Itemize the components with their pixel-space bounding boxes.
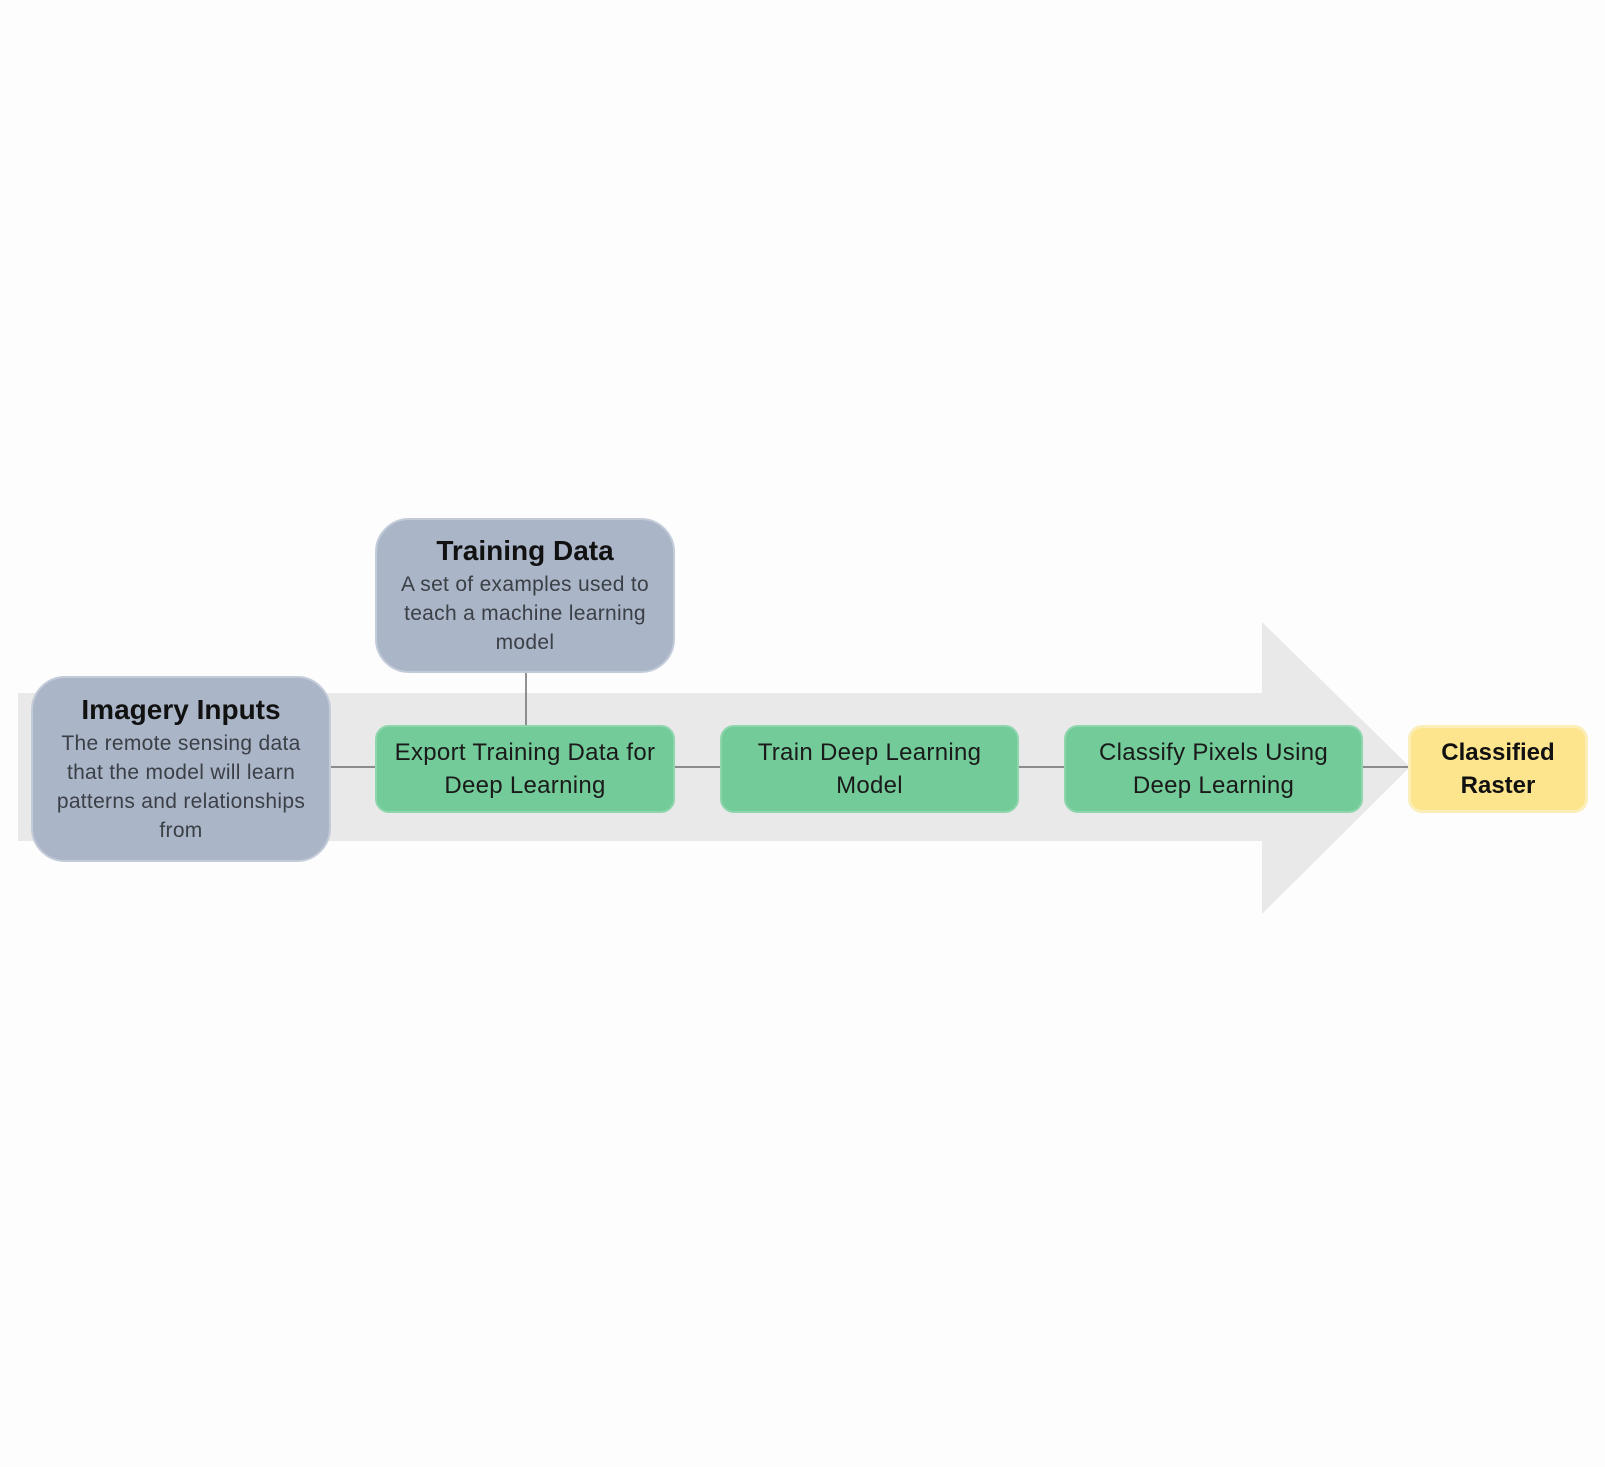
classified-raster-label: Classified Raster bbox=[1441, 739, 1555, 799]
step-export-training-data: Export Training Data for Deep Learning bbox=[375, 725, 675, 813]
training-data-title: Training Data bbox=[436, 535, 614, 566]
imagery-inputs-node: Imagery Inputs The remote sensing data t… bbox=[31, 676, 331, 862]
classified-raster-node: Classified Raster bbox=[1408, 725, 1588, 813]
step-train-deep-learning-model: Train Deep Learning Model bbox=[720, 725, 1019, 813]
step-classify-pixels: Classify Pixels Using Deep Learning bbox=[1064, 725, 1363, 813]
step-classify-pixels-label: Classify Pixels Using Deep Learning bbox=[1098, 739, 1329, 799]
step-train-deep-learning-model-label: Train Deep Learning Model bbox=[757, 739, 982, 799]
training-data-description: A set of examples used to teach a machin… bbox=[401, 573, 649, 654]
training-data-node: Training Data A set of examples used to … bbox=[375, 518, 675, 673]
imagery-inputs-description: The remote sensing data that the model w… bbox=[56, 732, 306, 842]
step-export-training-data-label: Export Training Data for Deep Learning bbox=[394, 739, 656, 799]
flow-arrow-shape bbox=[18, 622, 1410, 914]
imagery-inputs-title: Imagery Inputs bbox=[81, 694, 281, 725]
